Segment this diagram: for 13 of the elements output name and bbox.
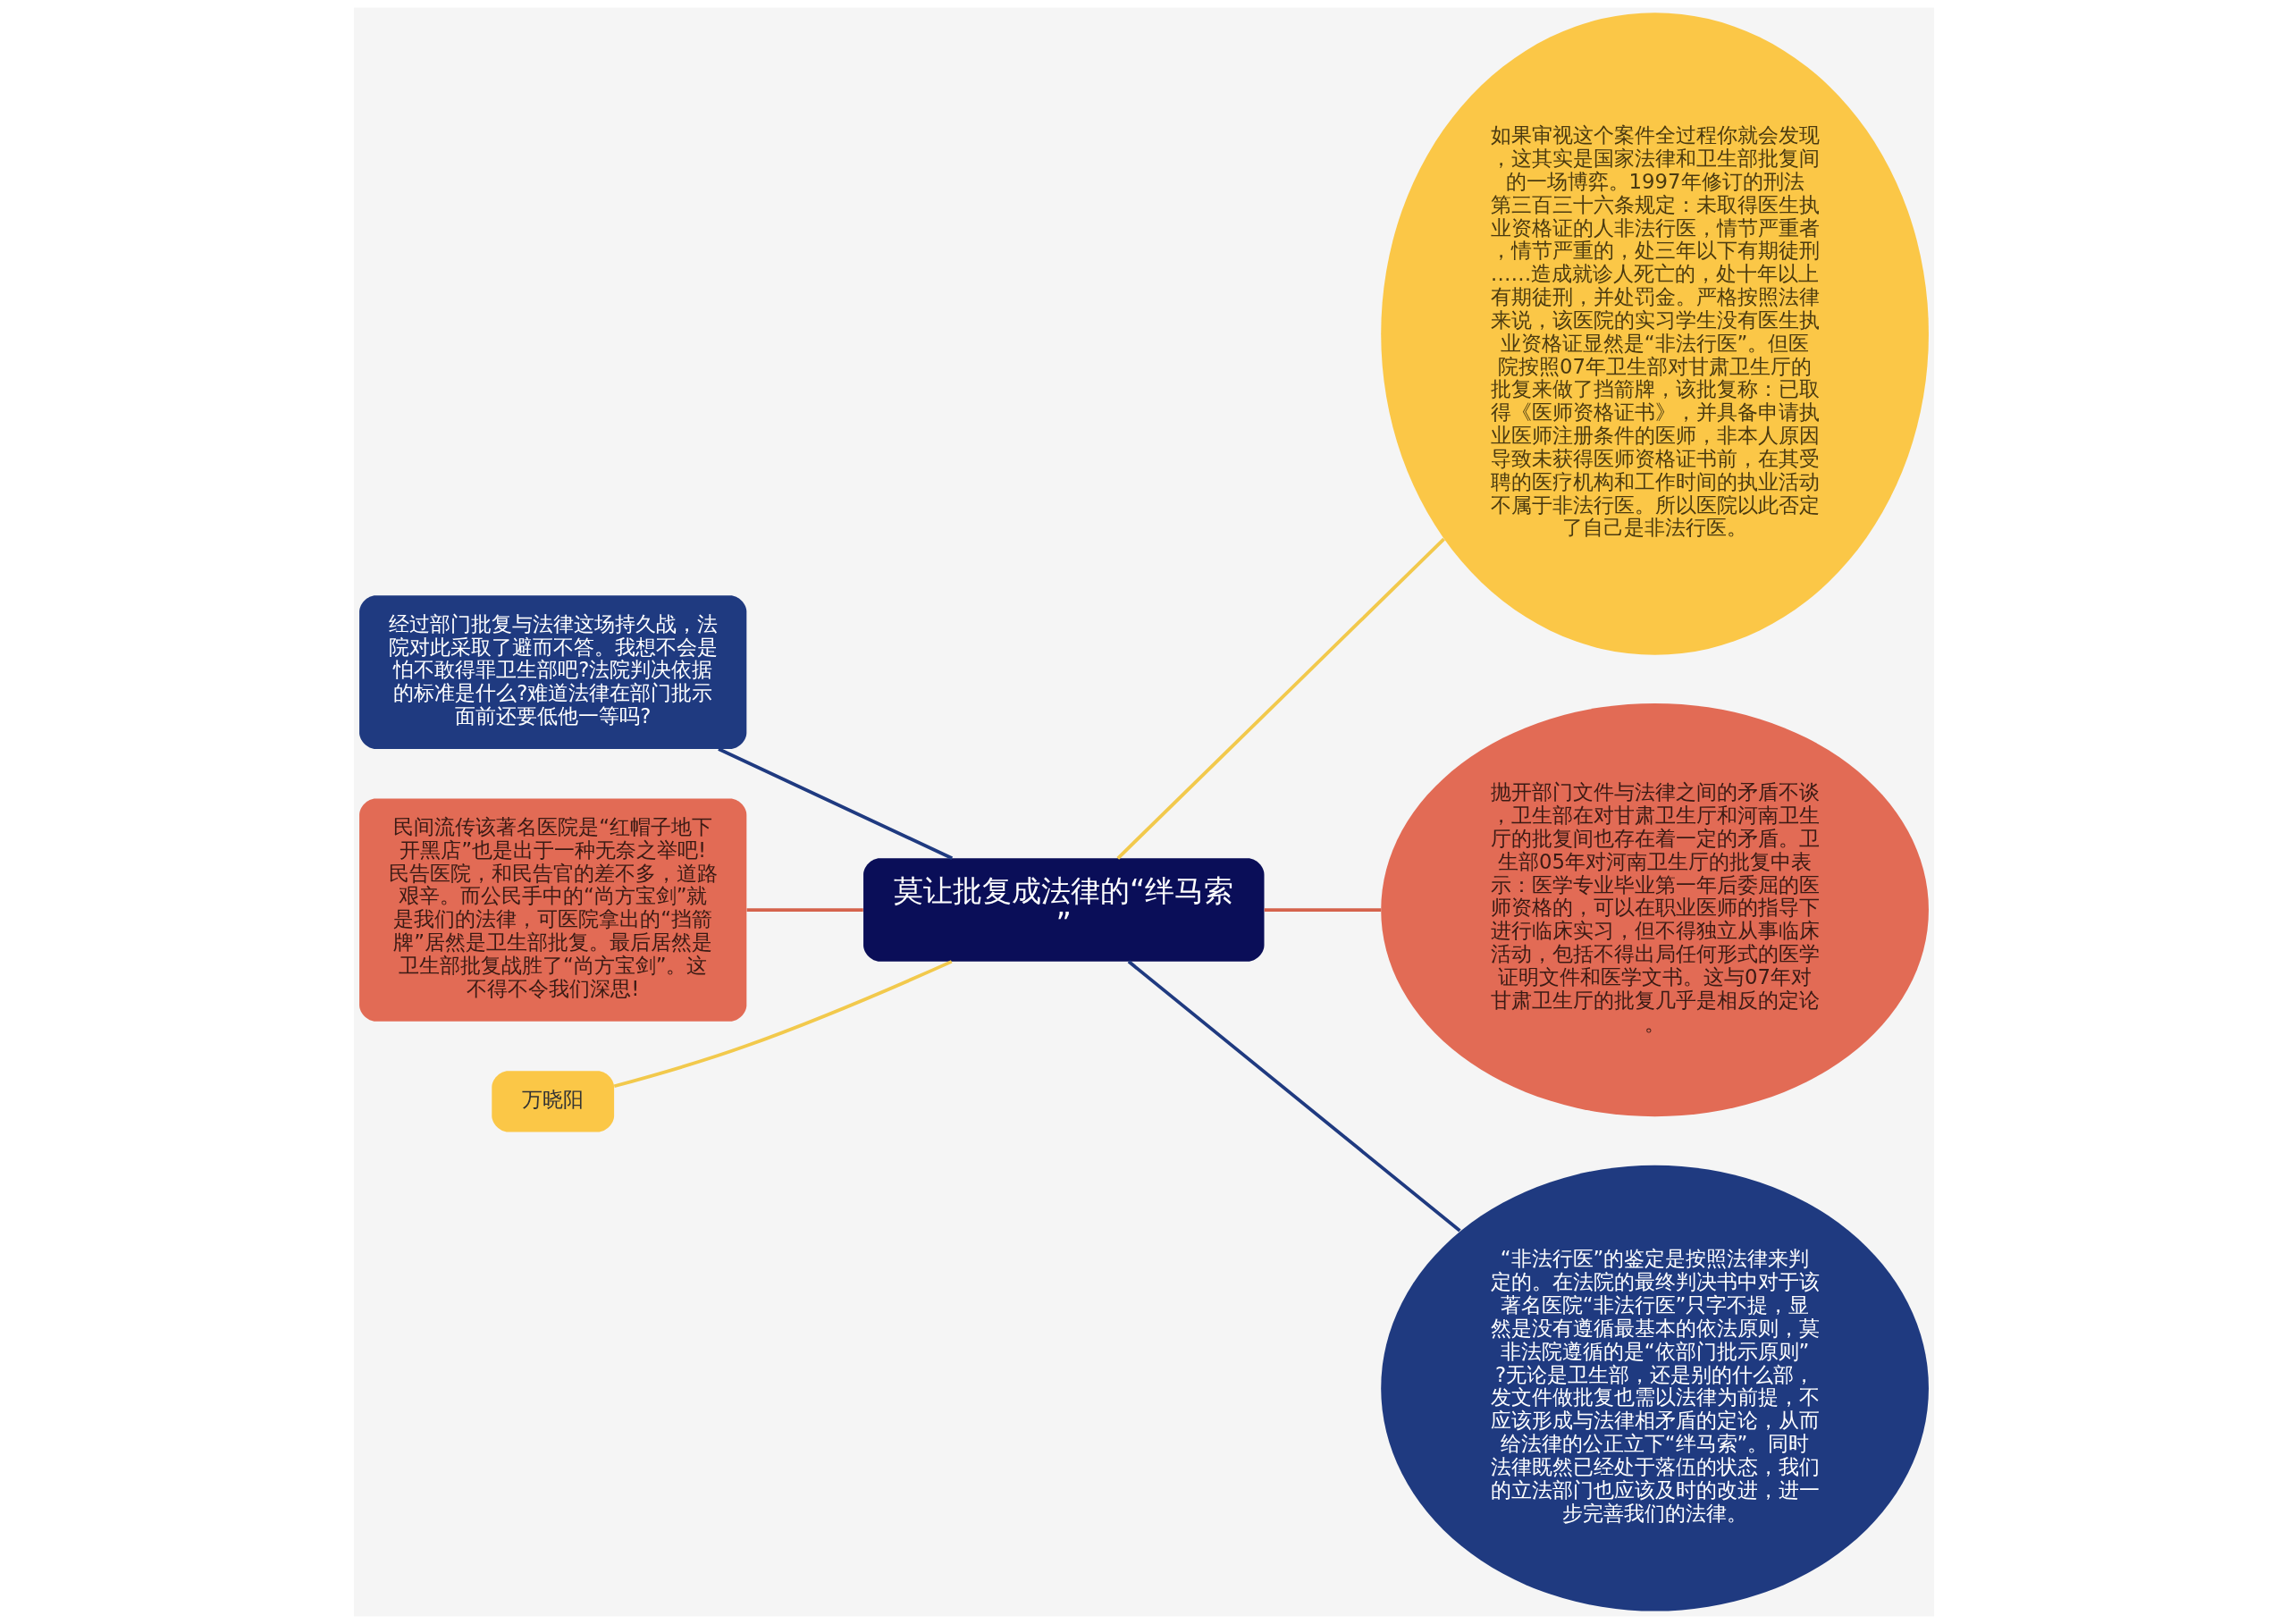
node-ellipse: 抛开部门文件与法律之间的矛盾不谈，卫生部在对甘肃卫生厅和河南卫生厅的批复间也存在着一定的矛盾。卫生部05年对河南卫生厅的批复中表示：医学专业毕业第一年后委屈的医师资格的，可以在职业医师的指导下进行临床实习，但不得独立从事临床活动，包括不得出局任何形式的医学证明文件和医学文书。这与07年对甘肃卫生厅的批复几乎是相反的定论。 — [1381, 703, 1929, 1117]
node-box: 民间流传该著名医院是“红帽子地下开黑店”也是出于一种无奈之举吧!民告医院，和民告官的差不多，道路艰辛。而公民手中的“尚方宝剑”就是我们的法律，可医院拿出的“挡箭牌”居然是卫生部批复。最后居然是卫生部批复战胜了“尚方宝剑”。这不得不令我们深思! — [359, 798, 747, 1022]
connector — [1127, 960, 1461, 1233]
connector — [1264, 908, 1382, 912]
node-box: 莫让批复成法律的“绊马索” — [863, 858, 1265, 962]
connector — [613, 960, 953, 1089]
node-ellipse: 如果审视这个案件全过程你就会发现，这其实是国家法律和卫生部批复间的一场博弈。1997年修订的刑法第三百三十六条规定：未取得医生执业资格证的人非法行医，情节严重者，情节严重的，处三年以下有期徒刑……造成就诊人死亡的，处十年以上有期徒刑，并处罚金。严格按照法律来说，该医院的实习学生没有医生执业资格证显然是“非法行医”。但医院按照07年卫生部对甘肃卫生厅的批复来做了挡箭牌，该批复称：已取得《医师资格证书》，并具备申请执业医师注册条件的医师，非本人原因导致未获得医师资格证书前，在其受聘的医疗机构和工作时间的执业活动不属于非法行医。所以医院以此否定了自己是非法行医。 — [1381, 13, 1929, 655]
connector — [1116, 537, 1445, 860]
connector — [718, 747, 954, 860]
node-ellipse: “非法行医”的鉴定是按照法律来判定的。在法院的最终判决书中对于该著名医院“非法行医”只字不提，显然是没有遵循最基本的依法原则，莫非法院遵循的是“依部门批示原则”?无论是卫生部，还是别的什么部，发文件做批复也需以法律为前提，不应该形成与法律相矛盾的定论，从而给法律的公正立下“绊马索”。同时法律既然已经处于落伍的状态，我们的立法部门也应该及时的改进，进一步完善我们的法律。 — [1381, 1165, 1929, 1611]
node-box: 万晓阳 — [492, 1071, 615, 1132]
connector — [746, 908, 863, 912]
node-box: 经过部门批复与法律这场持久战，法院对此采取了避而不答。我想不会是怕不敢得罪卫生部吧?法院判决依据的标准是什么?难道法律在部门批示面前还要低他一等吗? — [359, 595, 747, 749]
